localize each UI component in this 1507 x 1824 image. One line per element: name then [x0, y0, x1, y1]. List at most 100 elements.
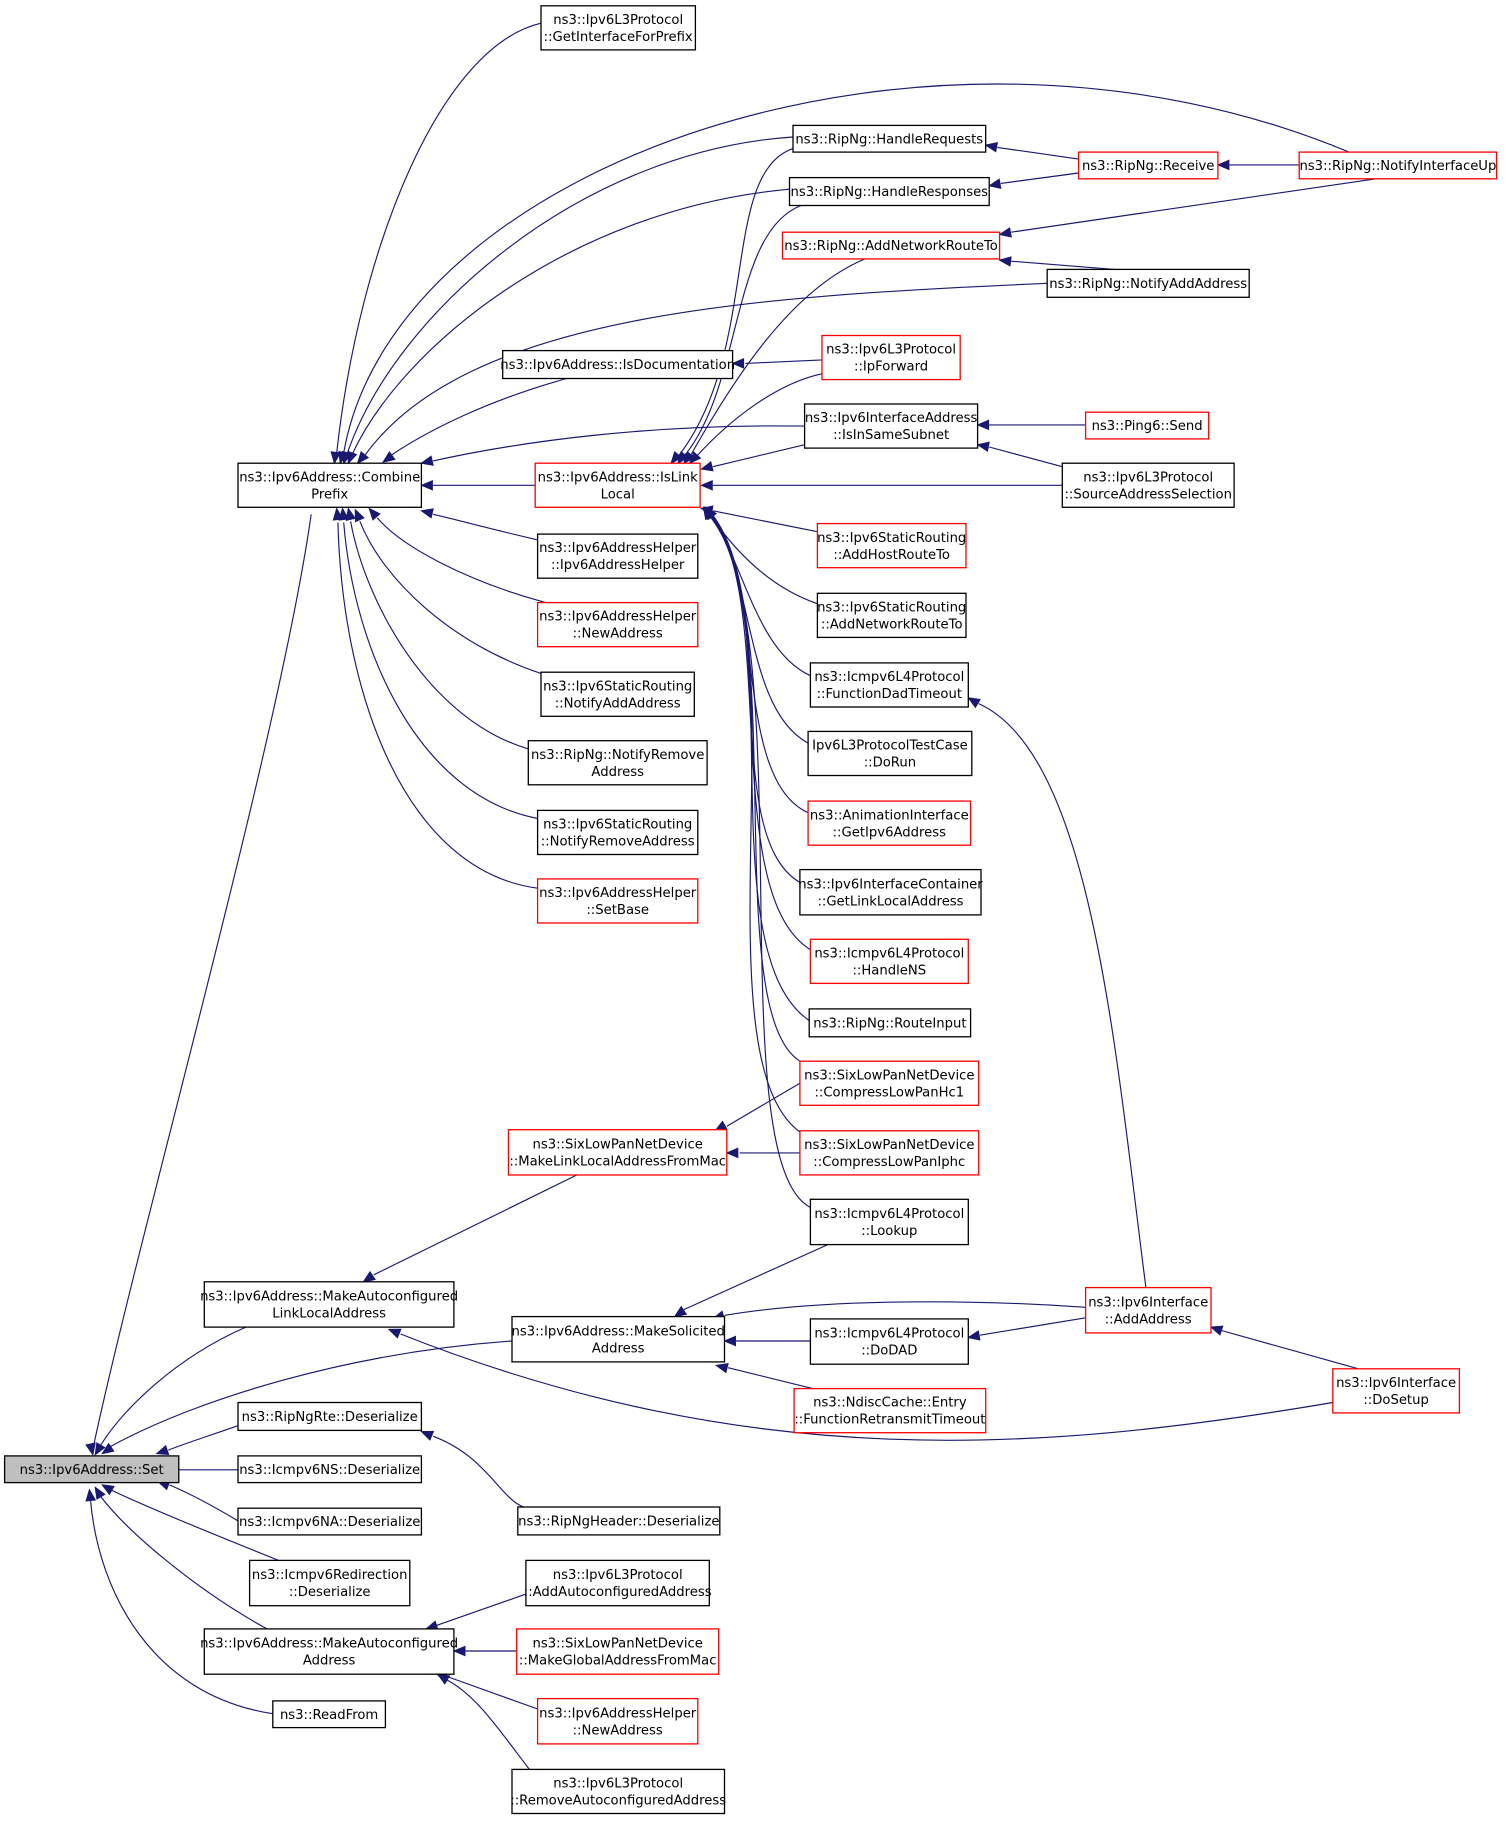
node-rnhreq[interactable]: ns3::RipNg::HandleRequests [792, 124, 987, 153]
edge-line [376, 517, 546, 604]
node-readfrom[interactable]: ns3::ReadFrom [272, 1700, 387, 1729]
e-iclookup-mksolicited [673, 1244, 829, 1318]
node-box [536, 809, 699, 856]
node-rnnotifyrem[interactable]: ns3::RipNg::NotifyRemoveAddress [527, 740, 708, 786]
e-icdodad-mksolicited [723, 1335, 811, 1347]
node-l3test[interactable]: Ipv6L3ProtocolTestCase::DoRun [807, 730, 973, 777]
node-l3srcsel[interactable]: ns3::Ipv6L3Protocol::SourceAddressSelect… [1061, 462, 1235, 508]
node-l3remauto[interactable]: ns3::Ipv6L3Protocol::RemoveAutoconfigure… [510, 1768, 726, 1815]
arrowhead [976, 419, 990, 431]
node-ifacesetup[interactable]: ns3::Ipv6Interface::DoSetup [1332, 1368, 1461, 1414]
node-rnrouteinput[interactable]: ns3::RipNg::RouteInput [808, 1008, 972, 1038]
node-slmkglobal[interactable]: ns3::SixLowPanNetDevice::MakeGlobalAddre… [516, 1628, 720, 1675]
node-rnnotifyup[interactable]: ns3::RipNg::NotifyInterfaceUp [1298, 151, 1498, 180]
edge-line [979, 1317, 1086, 1336]
node-box [536, 1697, 699, 1745]
node-label: ns3::Ipv6StaticRouting [543, 679, 692, 694]
node-iclookup[interactable]: ns3::Icmpv6L4Protocol::Lookup [809, 1198, 969, 1246]
e-isdoc-combine [382, 377, 567, 463]
edge-line [390, 377, 567, 456]
edge-line [726, 1082, 801, 1127]
node-ahnewaddr1[interactable]: ns3::Ipv6AddressHelper::NewAddress [536, 601, 699, 648]
node-ndiscretx[interactable]: ns3::NdiscCache::Entry::FunctionRetransm… [793, 1387, 987, 1434]
node-rnghdr[interactable]: ns3::RipNgHeader::Deserialize [517, 1506, 721, 1536]
node-l3ipfwd[interactable]: ns3::Ipv6L3Protocol::IpForward [821, 334, 961, 381]
node-box [1084, 411, 1210, 440]
edge-line [436, 1593, 527, 1626]
node-mkauto[interactable]: ns3::Ipv6Address::MakeAutoconfiguredAddr… [200, 1628, 458, 1675]
node-ahnewaddr2[interactable]: ns3::Ipv6AddressHelper::NewAddress [536, 1697, 699, 1745]
node-label: ::DoRun [864, 756, 916, 771]
e-l3ipfwd-islinklocal [688, 373, 823, 465]
node-srnotifyadd[interactable]: ns3::Ipv6StaticRouting::NotifyAddAddress [540, 671, 695, 717]
node-rnhresp[interactable]: ns3::RipNg::HandleResponses [788, 176, 990, 207]
node-l3getif[interactable]: ns3::Ipv6L3Protocol::GetInterfaceForPref… [540, 5, 697, 51]
node-ichandlens[interactable]: ns3::Icmpv6L4Protocol::HandleNS [809, 938, 969, 985]
e-combine-set [85, 514, 312, 1457]
edge-line [362, 282, 1048, 458]
edge-line [989, 446, 1063, 468]
node-set[interactable]: ns3::Ipv6Address::Set [3, 1455, 180, 1484]
node-label: ns3::Ipv6AddressHelper [539, 886, 697, 901]
node-box [237, 1455, 423, 1484]
node-ping6send[interactable]: ns3::Ping6::Send [1084, 411, 1210, 440]
node-box [1332, 1368, 1461, 1414]
node-sliphc[interactable]: ns3::SixLowPanNetDevice::CompressLowPanI… [799, 1130, 980, 1176]
arrowhead [682, 451, 696, 465]
node-ahsetbase[interactable]: ns3::Ipv6AddressHelper::SetBase [536, 878, 699, 924]
node-label: ns3::Ipv6L3Protocol [1083, 470, 1213, 485]
node-slmkll[interactable]: ns3::SixLowPanNetDevice::MakeLinkLocalAd… [507, 1129, 728, 1176]
node-icredir[interactable]: ns3::Icmpv6Redirection::Deserialize [248, 1559, 411, 1607]
node-box [525, 1559, 710, 1607]
e-iaissame-combine [420, 425, 805, 466]
node-label: ::AddNetworkRouteTo [821, 617, 963, 632]
node-label: ns3::ReadFrom [280, 1708, 378, 1723]
node-srnotifyrem[interactable]: ns3::Ipv6StaticRouting::NotifyRemoveAddr… [536, 809, 699, 856]
graph-edges [85, 22, 1376, 1770]
node-isdoc[interactable]: ns3::Ipv6Address::IsDocumentation [500, 349, 735, 380]
node-label: ::NewAddress [573, 1723, 663, 1738]
node-iaissame[interactable]: ns3::Ipv6InterfaceAddress::IsInSameSubne… [803, 403, 979, 449]
node-ahctor[interactable]: ns3::Ipv6AddressHelper::Ipv6AddressHelpe… [536, 533, 699, 579]
node-label: ns3::Ipv6Address::MakeAutoconfigured [200, 1290, 458, 1305]
e-sliphc-slmkll [725, 1147, 800, 1159]
node-box [793, 1387, 987, 1434]
node-box [272, 1700, 387, 1729]
node-box [799, 1060, 980, 1106]
node-sraddhost[interactable]: ns3::Ipv6StaticRouting::AddHostRouteTo [816, 522, 967, 569]
node-icna[interactable]: ns3::Icmpv6NA::Deserialize [237, 1507, 423, 1536]
edge-line [350, 521, 529, 750]
node-ifaceadd[interactable]: ns3::Ipv6Interface::AddAddress [1084, 1286, 1212, 1334]
node-rnreceive[interactable]: ns3::RipNg::Receive [1077, 151, 1219, 180]
node-box [1061, 462, 1235, 508]
node-rngrte[interactable]: ns3::RipNgRte::Deserialize [237, 1401, 423, 1432]
node-icdadto[interactable]: ns3::Icmpv6L4Protocol::FunctionDadTimeou… [809, 662, 969, 708]
node-icdodad[interactable]: ns3::Icmpv6L4Protocol::DoDAD [809, 1318, 969, 1365]
node-rnnotifyadd[interactable]: ns3::RipNg::NotifyAddAddress [1046, 268, 1250, 298]
node-label: ::GetLinkLocalAddress [817, 894, 963, 909]
edge-line [696, 373, 823, 457]
edge-line [712, 515, 801, 1133]
node-rnaddnet[interactable]: ns3::RipNg::AddNetworkRouteTo [781, 231, 1001, 260]
e-rnreceive-rnhresp [987, 172, 1079, 189]
e-l3remauto-mkauto [436, 1673, 530, 1770]
node-label: ::AddHostRouteTo [833, 548, 950, 563]
edge-line [351, 188, 790, 456]
edge-line [432, 1435, 524, 1508]
node-animget[interactable]: ns3::AnimationInterface::GetIpv6Address [807, 800, 972, 846]
node-sraddnet[interactable]: ns3::Ipv6StaticRouting::AddNetworkRouteT… [816, 592, 967, 639]
e-animget-islinklocal [702, 506, 809, 814]
node-label: ns3::Ipv6L3Protocol [553, 1568, 683, 1583]
node-mkautollla[interactable]: ns3::Ipv6Address::MakeAutoconfiguredLink… [200, 1281, 458, 1328]
arrowhead [332, 507, 344, 521]
node-slhc1[interactable]: ns3::SixLowPanNetDevice::CompressLowPanH… [799, 1060, 980, 1106]
e-rnnotifyup-rnreceive [1216, 159, 1300, 171]
node-l3addauto[interactable]: ns3::Ipv6L3Protocol::AddAutoconfiguredAd… [524, 1559, 712, 1607]
node-icns[interactable]: ns3::Icmpv6NS::Deserialize [237, 1455, 423, 1484]
node-box [203, 1628, 455, 1675]
edge-line [1011, 178, 1376, 233]
node-icgetll[interactable]: ns3::Ipv6InterfaceContainer::GetLinkLoca… [798, 868, 983, 916]
